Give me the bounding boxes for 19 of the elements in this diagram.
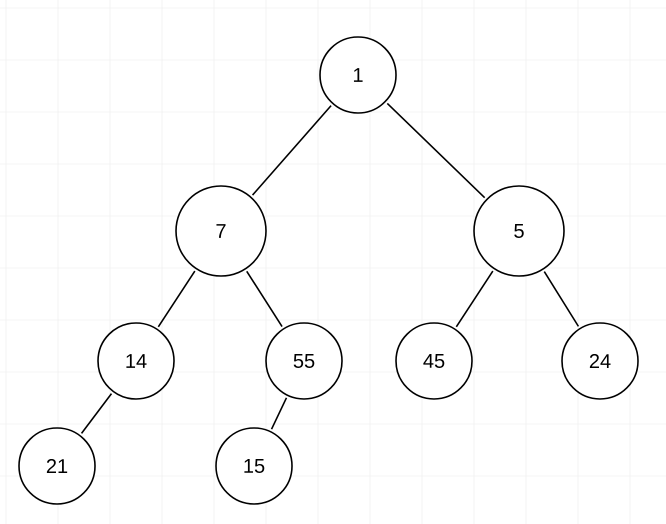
tree-edge bbox=[386, 102, 486, 198]
tree-node: 14 bbox=[97, 322, 175, 400]
tree-node: 21 bbox=[18, 427, 96, 505]
tree-node: 55 bbox=[265, 322, 343, 400]
tree-node: 24 bbox=[561, 322, 639, 400]
tree-edge bbox=[544, 271, 580, 327]
tree-node: 15 bbox=[215, 427, 293, 505]
tree-edge bbox=[456, 270, 494, 328]
tree-edge bbox=[158, 270, 196, 328]
node-label: 21 bbox=[46, 459, 68, 473]
tree-edge bbox=[246, 270, 283, 328]
tree-edge bbox=[80, 393, 112, 434]
tree-node: 5 bbox=[473, 185, 565, 277]
tree-node: 7 bbox=[175, 185, 267, 277]
tree-node: 45 bbox=[395, 322, 473, 400]
tree-edge bbox=[252, 105, 332, 196]
tree-node: 1 bbox=[319, 36, 397, 114]
tree-edge bbox=[270, 397, 288, 430]
node-label: 15 bbox=[244, 459, 264, 473]
